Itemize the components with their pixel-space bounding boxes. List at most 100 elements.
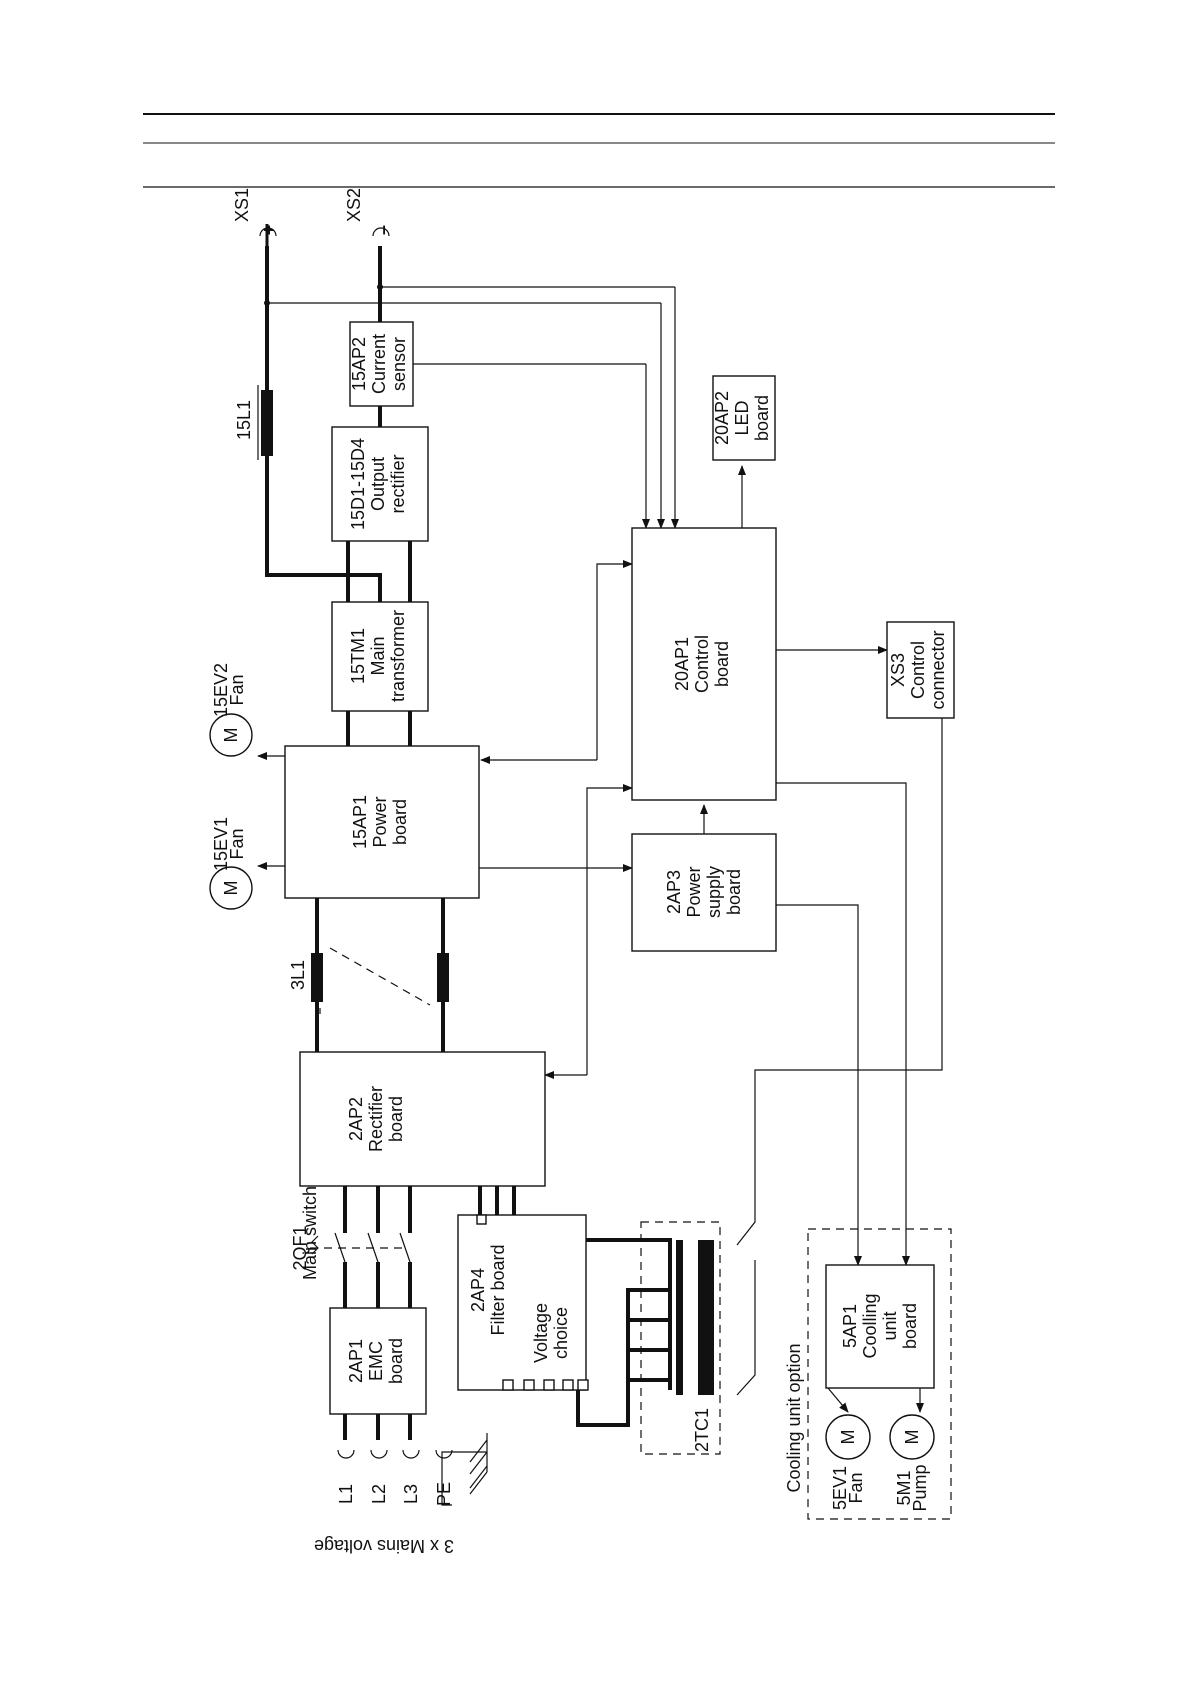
label-2ap2: 2AP2 Rectifier board: [346, 1086, 406, 1152]
transformer-2tc1: [640, 1221, 721, 1455]
svg-text:Main: Main: [368, 636, 388, 675]
label-15ev1: 15EV1 Fan: [211, 817, 247, 871]
svg-text:L1: L1: [336, 1484, 356, 1504]
svg-text:unit: unit: [880, 1311, 900, 1340]
label-2ap1: 2AP1 EMC board: [346, 1338, 406, 1384]
label-pe: PE: [434, 1482, 454, 1506]
svg-text:5AP1: 5AP1: [840, 1304, 860, 1348]
svg-text:board: board: [386, 1338, 406, 1384]
block-2ap1-box: [329, 1307, 427, 1415]
label-20ap2: 20AP2 LED board: [712, 391, 772, 445]
svg-text:Pump: Pump: [910, 1464, 930, 1511]
label-xs2: XS2: [344, 188, 364, 222]
label-2ap3: 2AP3 Power supply board: [664, 866, 744, 918]
motor-15ev2: M: [209, 713, 253, 757]
block-15d-box: [331, 426, 429, 542]
svg-text:M: M: [838, 1430, 858, 1445]
label-l2: L2: [369, 1484, 389, 1504]
svg-text:15EV1: 15EV1: [211, 817, 231, 871]
svg-text:Current: Current: [369, 334, 389, 394]
choke-3l1: [311, 947, 449, 1014]
xs1-connector: [259, 224, 277, 246]
svg-text:connector: connector: [928, 630, 948, 709]
label-20ap1: 20AP1 Control board: [672, 635, 732, 693]
block-20ap2-box: [712, 375, 776, 461]
label-mains-voltage: 3 x Mains voltage: [314, 1536, 454, 1556]
label-voltage-choice: Voltage choice: [531, 1303, 571, 1363]
block-15ap2-box: [349, 321, 414, 407]
label-cooling-option: Cooling unit option: [784, 1343, 804, 1492]
main-switch-2qf1: [310, 1232, 411, 1263]
svg-text:XS1: XS1: [232, 188, 252, 222]
svg-text:XS3: XS3: [888, 653, 908, 687]
svg-text:Fan: Fan: [227, 828, 247, 859]
svg-text:Power: Power: [370, 796, 390, 847]
svg-text:15AP1: 15AP1: [350, 795, 370, 849]
svg-text:5EV1: 5EV1: [830, 1466, 850, 1510]
label-5ap1: 5AP1 Coolling unit board: [840, 1293, 920, 1358]
block-5ap1-box: [825, 1264, 935, 1389]
svg-text:+: +: [259, 225, 279, 236]
svg-text:Control: Control: [692, 635, 712, 693]
label-2qf1: 2QF1: [290, 1225, 310, 1270]
block-2ap2-box: [299, 1051, 546, 1187]
svg-text:M: M: [902, 1430, 922, 1445]
svg-text:Rectifier: Rectifier: [366, 1086, 386, 1152]
svg-text:2AP3: 2AP3: [664, 870, 684, 914]
svg-text:board: board: [752, 395, 772, 441]
svg-text:2QF1: 2QF1: [290, 1225, 310, 1270]
mains-connectors: [337, 1449, 453, 1459]
block-15ap1-box: [284, 745, 480, 899]
svg-text:3 x Mains voltage: 3 x Mains voltage: [314, 1536, 454, 1556]
choke-15l1: [261, 390, 273, 456]
svg-text:3L1: 3L1: [288, 960, 308, 990]
svg-text:L2: L2: [369, 1484, 389, 1504]
svg-text:2AP1: 2AP1: [346, 1339, 366, 1383]
svg-text:EMC: EMC: [366, 1341, 386, 1381]
svg-text:transformer: transformer: [388, 610, 408, 702]
svg-text:2TC1: 2TC1: [692, 1408, 712, 1452]
label-15ap2: 15AP2 Current sensor: [349, 334, 409, 394]
label-xs1: XS1: [232, 188, 252, 222]
label-l3: L3: [401, 1484, 421, 1504]
svg-text:15D1-15D4: 15D1-15D4: [348, 438, 368, 530]
label-15d: 15D1-15D4 Output rectifier: [348, 438, 408, 530]
svg-text:Filter board: Filter board: [488, 1244, 508, 1335]
label-2ap4: 2AP4 Filter board: [468, 1244, 508, 1335]
svg-text:M: M: [221, 881, 241, 896]
motor-5ev1: M: [825, 1414, 871, 1460]
svg-text:LED: LED: [732, 400, 752, 435]
svg-text:choice: choice: [551, 1307, 571, 1359]
block-2ap3-box: [631, 833, 777, 952]
label-15ap1: 15AP1 Power board: [350, 795, 410, 849]
label-2tc1: 2TC1: [692, 1408, 712, 1452]
svg-text:Coolling: Coolling: [860, 1293, 880, 1358]
svg-text:15TM1: 15TM1: [348, 628, 368, 684]
label-minus: –: [373, 225, 393, 235]
label-15l1: 15L1: [234, 400, 254, 440]
label-xs3: XS3 Control connector: [888, 630, 948, 709]
svg-text:5M1: 5M1: [894, 1470, 914, 1505]
svg-text:15AP2: 15AP2: [349, 337, 369, 391]
signal-wiring: [257, 286, 943, 1506]
xs2-connector: [372, 227, 390, 237]
label-3l1: 3L1: [288, 960, 308, 990]
svg-text:Fan: Fan: [846, 1472, 866, 1503]
svg-text:Fan: Fan: [227, 674, 247, 705]
label-5m1: 5M1 Pump: [894, 1464, 930, 1511]
label-main-switch: Main switch: [300, 1186, 320, 1280]
motor-15ev1: M: [209, 866, 253, 910]
label-15tm1: 15TM1 Main transformer: [348, 610, 408, 702]
label-l1: L1: [336, 1484, 356, 1504]
svg-text:board: board: [724, 869, 744, 915]
svg-text:2AP4: 2AP4: [468, 1268, 488, 1312]
label-15ev2: 15EV2 Fan: [211, 663, 247, 717]
svg-text:board: board: [712, 641, 732, 687]
label-plus: +: [259, 225, 279, 236]
block-xs3-box: [886, 621, 955, 719]
svg-text:sensor: sensor: [389, 337, 409, 391]
svg-text:board: board: [390, 799, 410, 845]
label-5ev1: 5EV1 Fan: [830, 1466, 866, 1510]
